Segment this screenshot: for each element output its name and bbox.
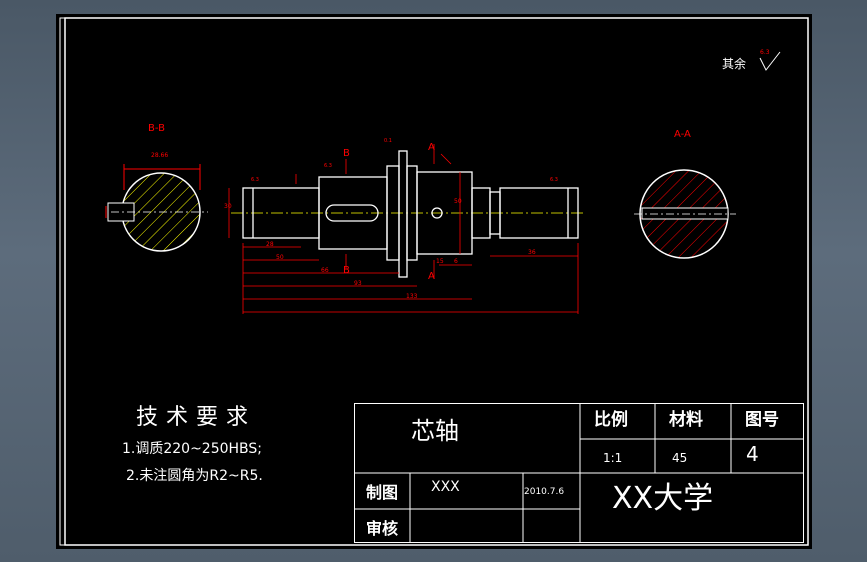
section-bb (105, 164, 208, 252)
tech-req-line-1: 1.调质220~250HBS; (122, 441, 263, 457)
scale-label: 比例 (594, 410, 628, 430)
dim-text-5: 133 (406, 293, 418, 300)
fine-text-2: 6.3 (251, 177, 259, 183)
material-label: 材料 (669, 410, 703, 430)
dim-text-4: 93 (354, 280, 362, 287)
dim-text-3: 66 (321, 267, 329, 274)
drawn-label: 制图 (366, 483, 399, 502)
scale-value: 1:1 (603, 451, 623, 465)
dim-text-1: 28 (266, 241, 274, 248)
drawing-sheet: 其余 6.3 B-B A-A 28.66 A A B B 0.1 6.3 6.3… (56, 14, 812, 549)
dim-text-8: 6 (454, 258, 458, 265)
roughness-value: 6.3 (760, 49, 770, 56)
fine-text-4: 6.3 (550, 177, 558, 183)
drawing-no-label: 图号 (745, 410, 779, 430)
checked-label: 审核 (366, 519, 399, 538)
dim-text-9: 30 (224, 203, 232, 210)
drawing-no-value: 4 (746, 442, 759, 466)
dim-text-2: 50 (276, 254, 284, 261)
fine-text-3: 6.3 (324, 163, 332, 169)
section-bb-label: B-B (148, 123, 165, 134)
section-aa-label: A-A (674, 129, 691, 140)
university-name: XX大学 (612, 481, 714, 516)
tech-req-line-2: 2.未注圆角为R2~R5. (126, 468, 263, 484)
drawing-frame (64, 17, 809, 546)
material-value: 45 (672, 451, 688, 465)
title-block-grid (354, 403, 804, 543)
cut-label-b-bottom: B (343, 265, 350, 276)
tech-req-title: 技术要求 (136, 405, 257, 430)
shaft-dimensions (228, 144, 579, 314)
dim-text-10: 50 (454, 198, 462, 205)
cut-label-b-top: B (343, 148, 350, 159)
part-name: 芯轴 (411, 417, 459, 445)
cad-drawing (59, 17, 809, 546)
surface-note-label: 其余 (722, 57, 747, 71)
drawn-date: 2010.7.6 (524, 487, 565, 497)
fine-text-1: 0.1 (384, 138, 392, 144)
roughness-symbol-icon (759, 51, 781, 71)
dim-text-7: 15 (436, 258, 444, 265)
bb-width-dim: 28.66 (151, 152, 169, 159)
section-aa (634, 169, 736, 259)
cut-label-a-bottom: A (428, 271, 435, 282)
cut-label-a-top: A (428, 142, 435, 153)
shaft-view (231, 150, 586, 278)
drawn-by: XXX (431, 479, 460, 495)
dim-text-6: 36 (528, 249, 536, 256)
